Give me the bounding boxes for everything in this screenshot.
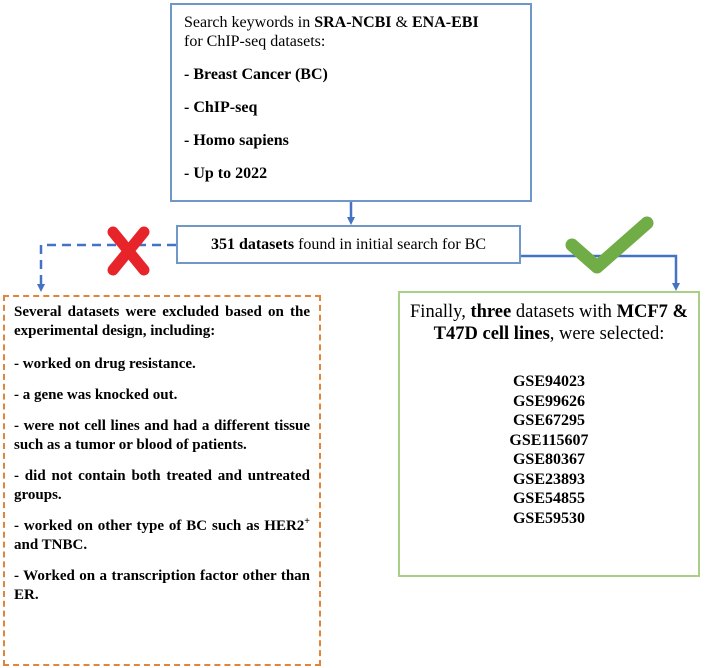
selected-intro: Finally, three datasets with MCF7 & T47D… <box>410 301 688 345</box>
keyword-item: - ChIP-seq <box>184 99 258 116</box>
dataset-id: GSE54855 <box>512 490 585 507</box>
green-check-icon <box>565 216 654 274</box>
her2-tail-text: and TNBC. <box>14 537 88 553</box>
exclusion-reason: - Worked on a transcription factor other… <box>14 568 310 603</box>
dataset-id: GSE94023 <box>512 373 585 390</box>
dataset-id: GSE115607 <box>509 431 589 449</box>
selected-count: three <box>470 302 512 322</box>
exclusion-reason: - worked on other type of BC such as HER… <box>14 517 310 555</box>
excluded-datasets-box: Several datasets were excluded based on … <box>3 295 321 666</box>
dataset-id: GSE59530 <box>512 509 585 527</box>
dataset-list: GSE94023 GSE99626 GSE67295 GSE115607 GSE… <box>410 372 688 528</box>
excluded-intro: Several datasets were excluded based on … <box>14 304 310 339</box>
keyword-item: - Up to 2022 <box>184 165 268 182</box>
selected-text-2: datasets with <box>511 302 617 322</box>
exclusion-reason: - worked on drug resistance. <box>14 356 196 372</box>
keyword-item: - Homo sapiens <box>184 132 289 149</box>
her2-superscript: + <box>304 516 310 527</box>
exclusion-reason: - a gene was knocked out. <box>14 387 178 403</box>
search-criteria-box: Search keywords in SRA-NCBI & ENA-EBI for… <box>170 3 532 202</box>
search-intro-text-2: for ChIP-seq datasets: <box>184 33 326 50</box>
her2-text: - worked on other type of BC such as HER… <box>14 518 305 534</box>
arrow-to-selected <box>521 254 680 291</box>
exclusion-reason: - were not cell lines and had a differen… <box>14 418 310 453</box>
amp-text: & <box>391 14 412 31</box>
search-intro-text: Search keywords in <box>184 14 315 31</box>
selected-datasets-box: Finally, three datasets with MCF7 & T47D… <box>398 291 700 577</box>
search-intro: Search keywords in SRA-NCBI & ENA-EBI for… <box>184 13 518 51</box>
dashed-arrow-to-excluded <box>37 243 176 292</box>
cell-lines: MCF7 & T47D cell lines <box>433 302 688 344</box>
exclusion-reason: - did not contain both treated and untre… <box>14 468 310 503</box>
db-ena-ebi: ENA-EBI <box>411 14 479 31</box>
initial-search-result-box: 351 datasets found in initial search for… <box>176 225 521 264</box>
keyword-item: - Breast Cancer (BC) <box>184 66 328 83</box>
found-text: found in initial search for BC <box>294 236 487 253</box>
db-sra-ncbi: SRA-NCBI <box>314 14 392 31</box>
red-cross-icon <box>107 226 150 276</box>
selected-text-1: Finally, <box>410 302 471 322</box>
dataset-id: GSE99626 <box>512 392 585 410</box>
dataset-id: GSE23893 <box>512 470 585 488</box>
dataset-count: 351 datasets <box>210 236 295 253</box>
dataset-id: GSE67295 <box>512 412 585 429</box>
dataset-id: GSE80367 <box>512 451 585 468</box>
selected-text-3: , were selected: <box>549 324 665 344</box>
